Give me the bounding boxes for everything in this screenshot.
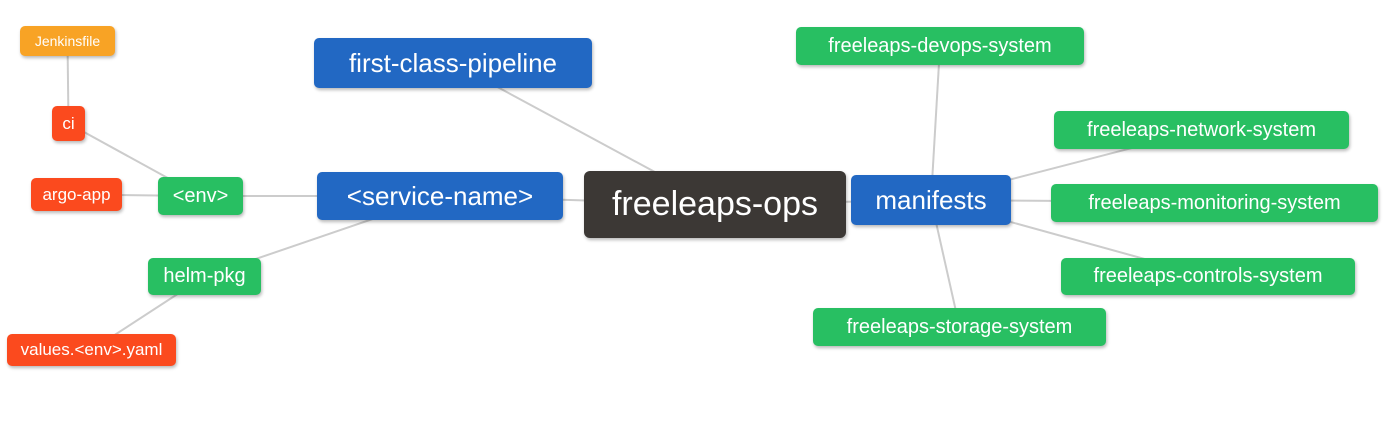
- node-manifests[interactable]: manifests: [851, 175, 1011, 225]
- node-ci[interactable]: ci: [52, 106, 85, 141]
- node-freeleaps-ops[interactable]: freeleaps-ops: [584, 171, 846, 238]
- node-jenkinsfile[interactable]: Jenkinsfile: [20, 26, 115, 56]
- node-freeleaps-controls-system[interactable]: freeleaps-controls-system: [1061, 258, 1355, 295]
- node-service-name[interactable]: <service-name>: [317, 172, 563, 220]
- node-freeleaps-storage-system[interactable]: freeleaps-storage-system: [813, 308, 1106, 346]
- node-argo-app[interactable]: argo-app: [31, 178, 122, 211]
- node-freeleaps-network-system[interactable]: freeleaps-network-system: [1054, 111, 1349, 149]
- node-helm-pkg[interactable]: helm-pkg: [148, 258, 261, 295]
- edge-manifests-freeleaps-devops-system: [930, 45, 941, 201]
- node-first-class-pipeline[interactable]: first-class-pipeline: [314, 38, 592, 88]
- node-freeleaps-monitoring-system[interactable]: freeleaps-monitoring-system: [1051, 184, 1378, 222]
- node-freeleaps-devops-system[interactable]: freeleaps-devops-system: [796, 27, 1084, 65]
- node-env[interactable]: <env>: [158, 177, 243, 215]
- node-values-env-yaml[interactable]: values.<env>.yaml: [7, 334, 176, 366]
